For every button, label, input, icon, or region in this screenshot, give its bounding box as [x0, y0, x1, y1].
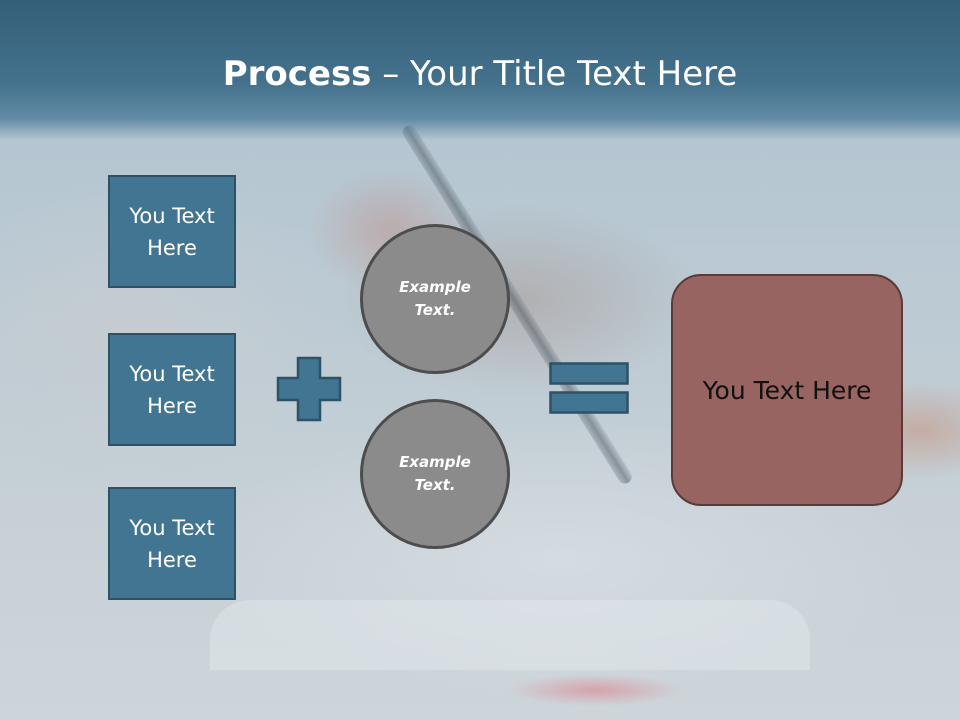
- input-box-3: You Text Here: [108, 487, 236, 600]
- slide-title: Process – Your Title Text Here: [0, 52, 960, 96]
- input-box-2: You Text Here: [108, 333, 236, 446]
- title-bar: [0, 0, 960, 140]
- equals-icon: [549, 362, 629, 414]
- example-circle-1-label: Example Text.: [399, 278, 471, 319]
- plus-icon: [276, 356, 342, 422]
- title-rest: – Your Title Text Here: [371, 54, 738, 94]
- title-bold: Process: [222, 54, 372, 94]
- example-circle-2-label: Example Text.: [399, 453, 471, 494]
- result-box: You Text Here: [671, 274, 903, 506]
- tablet-blur: [210, 600, 810, 670]
- input-box-3-label: You Text Here: [129, 515, 215, 572]
- example-circle-1: Example Text.: [360, 224, 510, 374]
- input-box-2-label: You Text Here: [129, 361, 215, 418]
- input-box-1-label: You Text Here: [129, 203, 215, 260]
- result-box-label: You Text Here: [702, 375, 872, 405]
- input-box-1: You Text Here: [108, 175, 236, 288]
- example-circle-2: Example Text.: [360, 399, 510, 549]
